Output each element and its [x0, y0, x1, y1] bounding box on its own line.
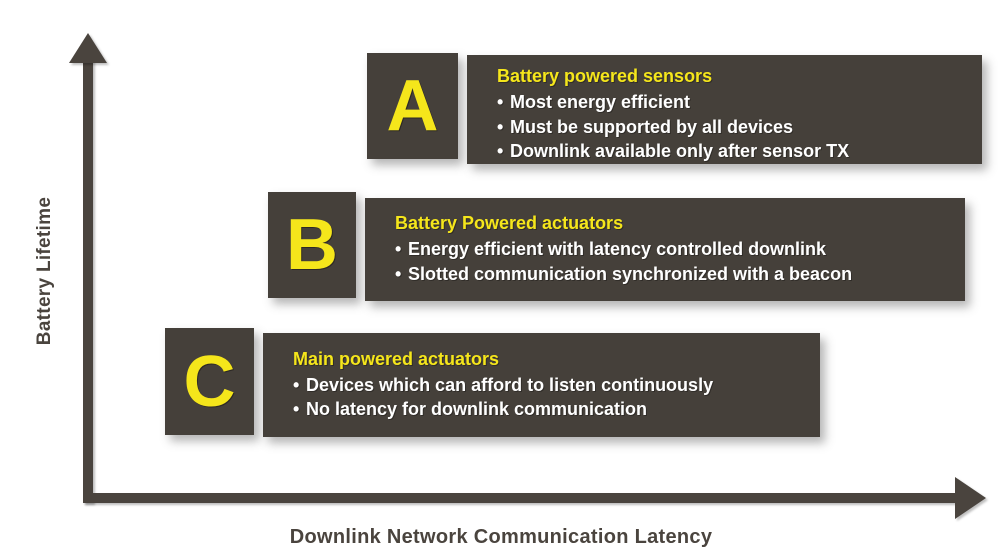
- bullet-icon: •: [497, 91, 504, 112]
- bullet-icon: •: [293, 399, 300, 420]
- list-item: • Must be supported by all devices: [497, 115, 968, 140]
- class-letter-c: C: [183, 341, 236, 422]
- bullet-icon: •: [395, 263, 402, 284]
- arrow-right-icon: [955, 477, 986, 519]
- bullet-icon: •: [293, 374, 300, 395]
- class-text-panel-a[interactable]: Battery powered sensors • Most energy eff…: [467, 55, 982, 164]
- list-item-label: No latency for downlink communication: [306, 399, 648, 420]
- class-letter-box-b[interactable]: B: [268, 192, 356, 298]
- list-item: • Devices which can afford to listen cont…: [293, 373, 806, 398]
- class-heading-a: Battery powered sensors: [497, 66, 713, 86]
- arrow-up-icon: [69, 33, 107, 63]
- class-heading-c: Main powered actuators: [293, 348, 500, 369]
- x-axis-title: Downlink Network Communication Latency: [289, 526, 713, 548]
- class-bullet-list-a: • Most energy efficient • Must be supporte…: [497, 90, 968, 164]
- class-bullet-list-b: • Energy efficient with latency controlle…: [395, 237, 951, 287]
- list-item-label: Most energy efficient: [510, 91, 691, 112]
- list-item-label: Must be supported by all devices: [510, 116, 794, 137]
- class-letter-box-c[interactable]: C: [165, 328, 254, 435]
- bullet-icon: •: [497, 141, 504, 162]
- y-axis-line: [83, 60, 93, 503]
- bullet-icon: •: [395, 239, 402, 260]
- list-item: • Energy efficient with latency controlle…: [395, 237, 951, 262]
- class-letter-box-a[interactable]: A: [367, 53, 458, 159]
- list-item-label: Energy efficient with latency controlled…: [408, 239, 827, 260]
- list-item: • Downlink available only after sensor TX: [497, 139, 968, 164]
- list-item-label: Slotted communication synchronized with …: [408, 263, 853, 284]
- class-bullet-list-c: • Devices which can afford to listen cont…: [293, 373, 806, 423]
- class-text-panel-c[interactable]: Main powered actuators • Devices which ca…: [263, 333, 820, 437]
- list-item-label: Devices which can afford to listen conti…: [306, 374, 714, 395]
- class-letter-a: A: [386, 66, 439, 146]
- list-item: • Most energy efficient: [497, 90, 968, 115]
- class-heading-b: Battery Powered actuators: [395, 213, 624, 234]
- x-axis-line: [83, 493, 963, 503]
- y-axis-title: Battery Lifetime: [34, 196, 55, 346]
- class-text-panel-b[interactable]: Battery Powered actuators • Energy effici…: [365, 198, 965, 301]
- list-item-label: Downlink available only after sensor TX: [510, 141, 850, 162]
- list-item: • No latency for downlink communication: [293, 397, 806, 422]
- bullet-icon: •: [497, 116, 504, 137]
- class-letter-b: B: [286, 205, 338, 285]
- list-item: • Slotted communication synchronized with…: [395, 262, 951, 287]
